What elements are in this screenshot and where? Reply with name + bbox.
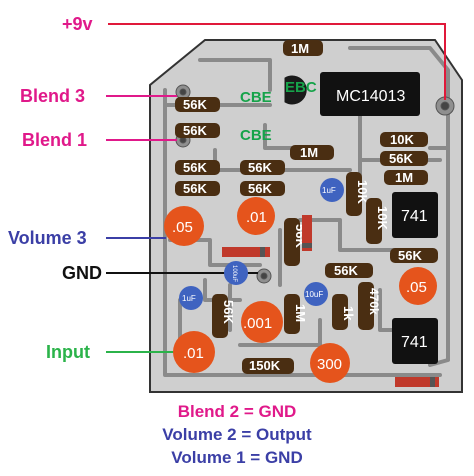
ic-741-top-label: 741: [401, 208, 428, 225]
resistor-1m-top: 1M: [291, 41, 309, 56]
ic-mc14013-label: MC14013: [336, 88, 405, 105]
resistor-1k: 1k: [341, 306, 356, 321]
resistor-56k-d: 56K: [248, 160, 272, 175]
resistor-1m-mid: 1M: [300, 145, 318, 160]
resistor-470k: 470k: [367, 288, 381, 315]
input-label: Input: [46, 342, 90, 362]
ic-mc14013: MC14013: [320, 72, 420, 116]
cap-001: .001: [243, 315, 272, 332]
resistor-56k-a: 56K: [183, 97, 207, 112]
resistor-10k-a: 10K: [390, 132, 414, 147]
ic-741-top: 741: [392, 192, 438, 238]
resistor-1m-v: 1M: [293, 304, 308, 322]
ceramic-capacitors: .05 .01 .05 .001 .01 300: [164, 197, 437, 383]
resistor-56k-c: 56K: [183, 160, 207, 175]
transistor-cbe-mid: CBE: [240, 127, 272, 144]
resistor-56k-f: 56K: [248, 181, 272, 196]
resistor-56k-i: 56K: [398, 248, 422, 263]
cap-1uf-left: 1uF: [182, 294, 196, 303]
cap-05-left: .05: [172, 219, 193, 236]
blend3-label: Blend 3: [20, 86, 85, 106]
legend-blend2: Blend 2 = GND: [177, 402, 297, 421]
cap-300: 300: [317, 356, 342, 373]
transistor-ebc: EBC: [285, 79, 317, 96]
cap-01-bottom: .01: [183, 345, 204, 362]
cap-10uf: 10uF: [305, 290, 323, 299]
ic-741-bottom-label: 741: [401, 334, 428, 351]
legend-volume2: Volume 2 = Output: [162, 425, 312, 444]
volume3-label: Volume 3: [8, 228, 87, 248]
transistors: CBE EBC CBE: [240, 75, 317, 144]
blend1-label: Blend 1: [22, 130, 87, 150]
resistor-56k-e: 56K: [183, 181, 207, 196]
resistors: 1M 56K 56K 1M 56K 56K 56K 56K 10K 56K 1M…: [175, 40, 438, 374]
cap-01-top: .01: [246, 209, 267, 226]
resistor-1m-right: 1M: [395, 170, 413, 185]
legend-volume1: Volume 1 = GND: [171, 448, 303, 467]
transistor-cbe-top: CBE: [240, 89, 272, 106]
resistor-56k-b: 56K: [183, 123, 207, 138]
resistor-56k-j: 56K: [221, 300, 236, 324]
gnd-label: GND: [62, 263, 102, 283]
resistor-150k: 150K: [249, 358, 281, 373]
resistor-56k-h: 56K: [334, 263, 358, 278]
cap-100uf-mid: 100uF: [231, 265, 237, 282]
cap-1uf-top: 1uF: [322, 186, 336, 195]
electrolytic-capacitors: 1uF 100uF 1uF 10uF: [179, 178, 344, 310]
ic-741-bottom: 741: [392, 318, 438, 364]
power-wire: [108, 23, 446, 100]
resistor-10k-c: 10K: [375, 206, 390, 230]
diodes: [222, 215, 439, 387]
power-label: +9v: [62, 14, 93, 34]
vertical-resistors: 10K 10K 56K 56K 1M 1k 470k: [212, 172, 390, 338]
cap-05-right: .05: [406, 279, 427, 296]
resistor-10k-b: 10K: [355, 180, 370, 204]
resistor-56k-g: 56K: [389, 151, 413, 166]
